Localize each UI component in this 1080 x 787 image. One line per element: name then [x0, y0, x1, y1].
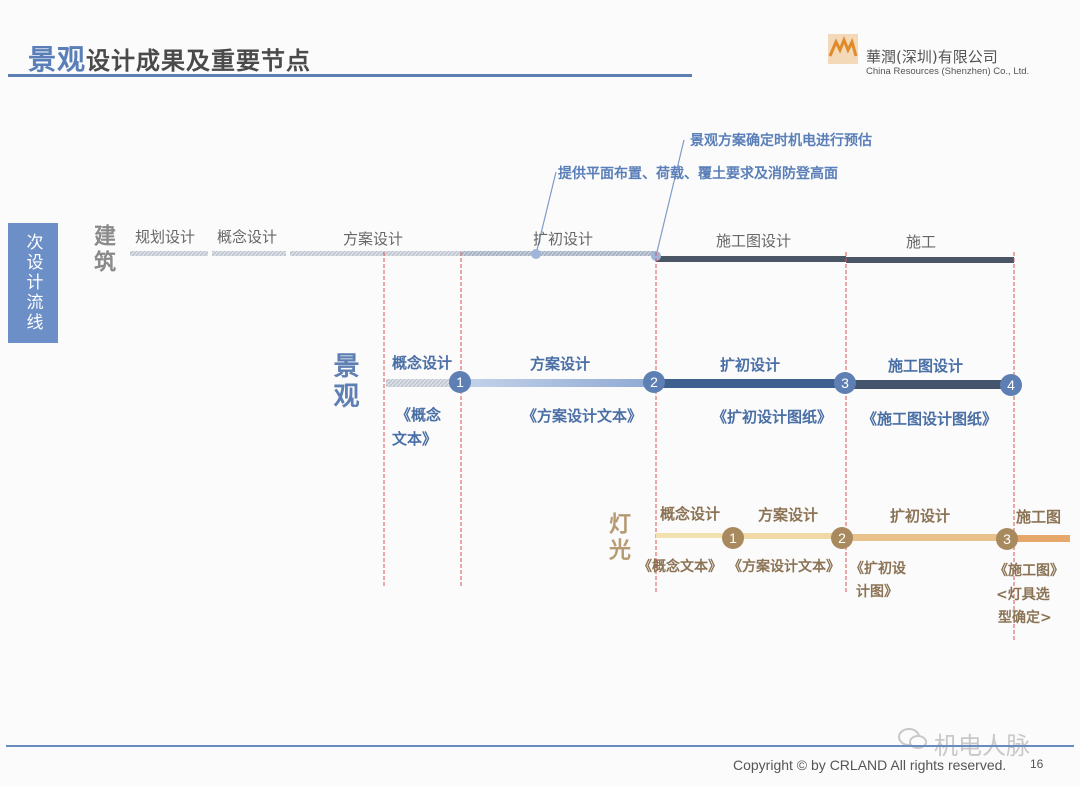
lighting-segment-prelim [842, 534, 1008, 541]
sidebar-label: 次设计流线 [8, 223, 58, 343]
page-title-rest: 设计成果及重要节点 [86, 47, 312, 75]
lighting-phase-scheme: 方案设计 [758, 506, 819, 524]
landscape-milestone-3 [834, 372, 856, 394]
lighting-phase-concept: 概念设计 [660, 505, 721, 523]
lighting-phase-prelim: 扩初设计 [890, 507, 951, 525]
arch-phase-planning: 规划设计 [135, 228, 196, 246]
landscape-phase-cd: 施工图设计 [888, 357, 964, 375]
lighting-segment-cd [1008, 535, 1070, 542]
arch-segment-construction [846, 257, 1014, 263]
footer-divider [6, 745, 1074, 747]
lighting-milestone-3 [996, 528, 1018, 550]
arch-phase-scheme: 方案设计 [343, 230, 404, 248]
landscape-deliverable-prelim: 《扩初设计图纸》 [712, 408, 833, 426]
lighting-milestone-1 [722, 527, 744, 549]
landscape-deliverable-concept-1: 《概念 [396, 406, 442, 424]
title-underline [8, 74, 692, 77]
lighting-deliverable-cd-2: <灯具选 [996, 587, 1050, 603]
landscape-milestone-3-label: 3 [841, 375, 849, 391]
annotation-layout-requirements: 提供平面布置、荷载、覆土要求及消防登高面 [558, 166, 838, 182]
arch-segment-scheme [290, 251, 462, 256]
row-label-landscape: 景观 [329, 352, 359, 412]
landscape-milestone-4-label: 4 [1007, 377, 1015, 393]
landscape-milestone-2-label: 2 [650, 374, 658, 390]
lighting-deliverable-prelim-1: 《扩初设 [850, 561, 906, 577]
arch-phase-cd: 施工图设计 [716, 232, 792, 250]
landscape-deliverable-concept-2: 文本》 [392, 430, 438, 448]
page-title: 景观设计成果及重要节点 [28, 38, 311, 78]
page-title-accent: 景观 [28, 43, 87, 76]
row-label-lighting: 灯光 [605, 512, 630, 564]
landscape-segment-cd [846, 380, 1010, 389]
arch-segment-concept [212, 251, 286, 256]
lighting-milestone-2-label: 2 [838, 530, 846, 546]
arch-segment-prelim [462, 251, 656, 256]
page-number: 16 [1030, 757, 1044, 771]
watermark-text: 机电人脉 [934, 732, 1030, 760]
lighting-deliverable-concept: 《概念文本》 [638, 559, 722, 575]
landscape-milestone-4 [1000, 374, 1022, 396]
arch-phase-construction: 施工 [906, 233, 937, 251]
arch-segment-planning [130, 251, 208, 256]
landscape-milestone-2 [643, 371, 665, 393]
lighting-milestone-3-label: 3 [1003, 531, 1011, 547]
arch-phase-prelim: 扩初设计 [533, 230, 594, 248]
annotation-dot-2 [531, 249, 541, 259]
lighting-milestone-1-label: 1 [729, 530, 737, 546]
lighting-deliverable-prelim-2: 计图》 [856, 584, 898, 600]
landscape-segment-prelim [656, 379, 846, 388]
annotation-mep-estimate: 景观方案确定时机电进行预估 [690, 133, 872, 149]
lighting-milestone-2 [831, 527, 853, 549]
landscape-milestone-1 [449, 371, 471, 393]
landscape-deliverable-scheme: 《方案设计文本》 [522, 407, 643, 425]
lighting-deliverable-cd-1: 《施工图》 [994, 563, 1064, 579]
copyright-text: Copyright © by CRLAND All rights reserve… [733, 757, 1007, 773]
company-name-cn: 華潤(深圳)有限公司 [866, 48, 998, 66]
landscape-milestone-1-label: 1 [456, 374, 464, 390]
company-logo-icon [828, 34, 858, 64]
lighting-segment-concept [656, 533, 736, 538]
lighting-phase-cd: 施工图 [1016, 508, 1062, 526]
annotation-leader-2 [535, 171, 557, 255]
company-name-en: China Resources (Shenzhen) Co., Ltd. [866, 66, 1030, 77]
landscape-segment-concept [386, 379, 460, 387]
arch-phase-concept: 概念设计 [217, 228, 278, 246]
landscape-phase-concept: 概念设计 [392, 354, 453, 372]
arch-segment-cd [656, 256, 846, 262]
landscape-phase-prelim: 扩初设计 [720, 356, 781, 374]
annotation-leader-1 [655, 139, 685, 257]
landscape-segment-scheme [460, 379, 656, 387]
landscape-deliverable-cd: 《施工图设计图纸》 [862, 410, 998, 428]
landscape-phase-scheme: 方案设计 [530, 355, 591, 373]
lighting-deliverable-scheme: 《方案设计文本》 [728, 559, 840, 575]
wechat-icon [898, 728, 927, 749]
row-label-architecture: 建筑 [90, 224, 115, 276]
lighting-segment-scheme [736, 533, 842, 539]
lighting-deliverable-cd-3: 型确定> [998, 610, 1052, 626]
